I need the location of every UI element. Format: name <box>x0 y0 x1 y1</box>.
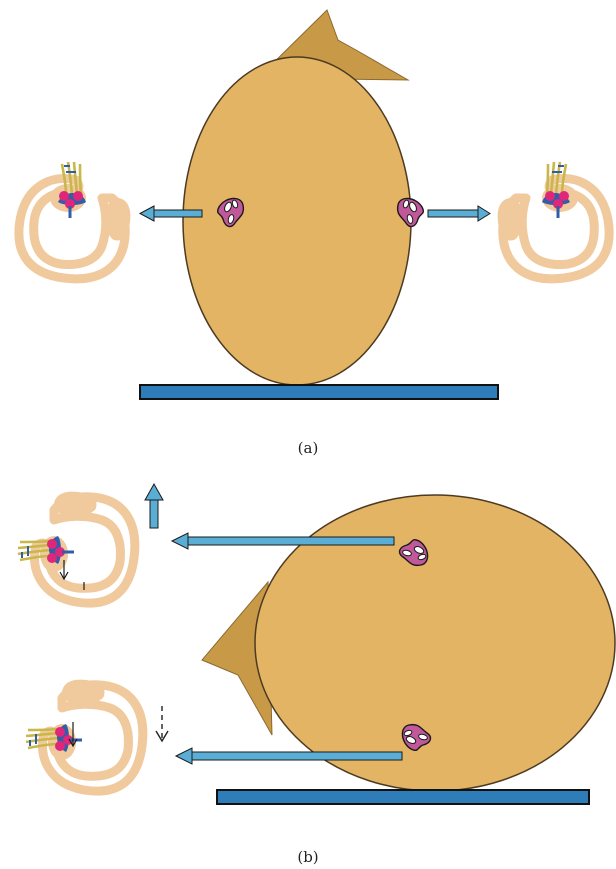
lower-canal-icon <box>26 680 143 792</box>
arrow-right-icon <box>428 206 490 221</box>
panel-b: (b) <box>18 484 615 866</box>
panel-a-label: (a) <box>298 439 319 457</box>
panel-b-label: (b) <box>297 848 318 866</box>
upper-canal-icon <box>18 492 135 604</box>
movement-down-dashed-arrow-icon <box>156 706 168 741</box>
movement-up-arrow-icon <box>145 484 163 528</box>
head <box>183 57 411 385</box>
right-canal-icon <box>498 162 610 279</box>
support-table <box>140 385 498 399</box>
panel-a: (a) <box>19 10 609 457</box>
left-canal-icon <box>19 162 131 279</box>
support-table <box>217 790 589 804</box>
